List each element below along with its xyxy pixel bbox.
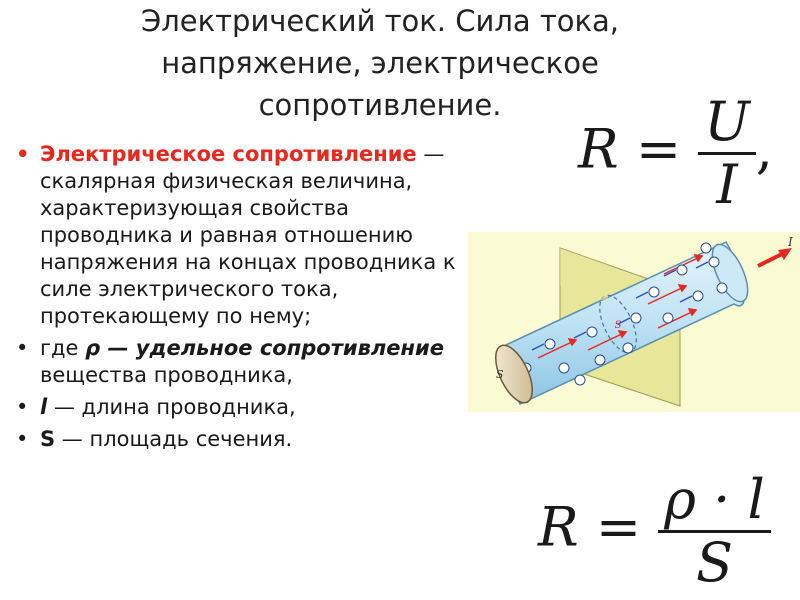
term-resistance: Электрическое сопротивление	[40, 142, 417, 166]
current-label: I	[787, 235, 793, 249]
formula2-fraction: ρ · l S	[658, 470, 771, 593]
formula1-denominator: I	[716, 153, 738, 216]
formula2-lhs: R	[538, 495, 579, 559]
conductor-illustration: S S I	[468, 232, 800, 412]
slide-title: Электрический ток. Сила тока, напряжение…	[60, 0, 700, 126]
formula1-equals: =	[635, 117, 682, 181]
current-arrows	[537, 254, 704, 359]
area-text: — площадь сечения.	[55, 427, 293, 451]
title-line-3: сопротивление.	[258, 88, 502, 122]
current-direction-arrow	[757, 251, 785, 268]
formula-ohm-law: R = U I ,	[578, 92, 773, 215]
conductor-near-end	[495, 344, 533, 404]
conductor-far-end	[711, 243, 749, 303]
formula-resistivity: R = ρ · l S	[538, 470, 771, 593]
bullet-marker: •	[16, 142, 30, 166]
resistivity-text: вещества проводника,	[40, 363, 293, 387]
ring-area-label: S	[615, 320, 622, 331]
bullet-marker: •	[16, 336, 29, 360]
plane-front-edge	[560, 248, 608, 302]
bullet-resistivity: • где ρ — удельное сопротивление веществ…	[14, 335, 462, 389]
term-length: l	[40, 395, 48, 419]
bullet-marker: •	[16, 427, 29, 451]
bullet-area: • S — площадь сечения.	[14, 426, 462, 453]
bullet-list: • Электрическое сопротивление — скалярна…	[14, 141, 462, 458]
length-text: — длина проводника,	[47, 395, 296, 419]
bullet-prefix: где	[40, 336, 86, 360]
title-line-2: напряжение, электрическое	[161, 46, 599, 80]
formula1-lhs: R	[578, 117, 619, 181]
bullet-marker: •	[16, 395, 29, 419]
definition-text: — скалярная физическая величина, характе…	[40, 142, 456, 328]
term-resistivity: ρ — удельное сопротивление	[85, 336, 444, 360]
bullet-resistance-definition: • Электрическое сопротивление — скалярна…	[14, 141, 462, 330]
term-area: S	[40, 427, 56, 451]
current-arrow-head	[778, 248, 792, 260]
title-line-1: Электрический ток. Сила тока,	[141, 4, 619, 38]
formula2-equals: =	[595, 495, 642, 559]
end-area-label: S	[496, 368, 504, 381]
formula1-numerator: U	[698, 92, 756, 155]
formula2-denominator: S	[696, 531, 734, 594]
bullet-length: • l — длина проводника,	[14, 394, 462, 421]
formula2-numerator: ρ · l	[658, 470, 771, 533]
formula1-fraction: U I	[698, 92, 756, 215]
formula1-comma: ,	[755, 117, 773, 181]
